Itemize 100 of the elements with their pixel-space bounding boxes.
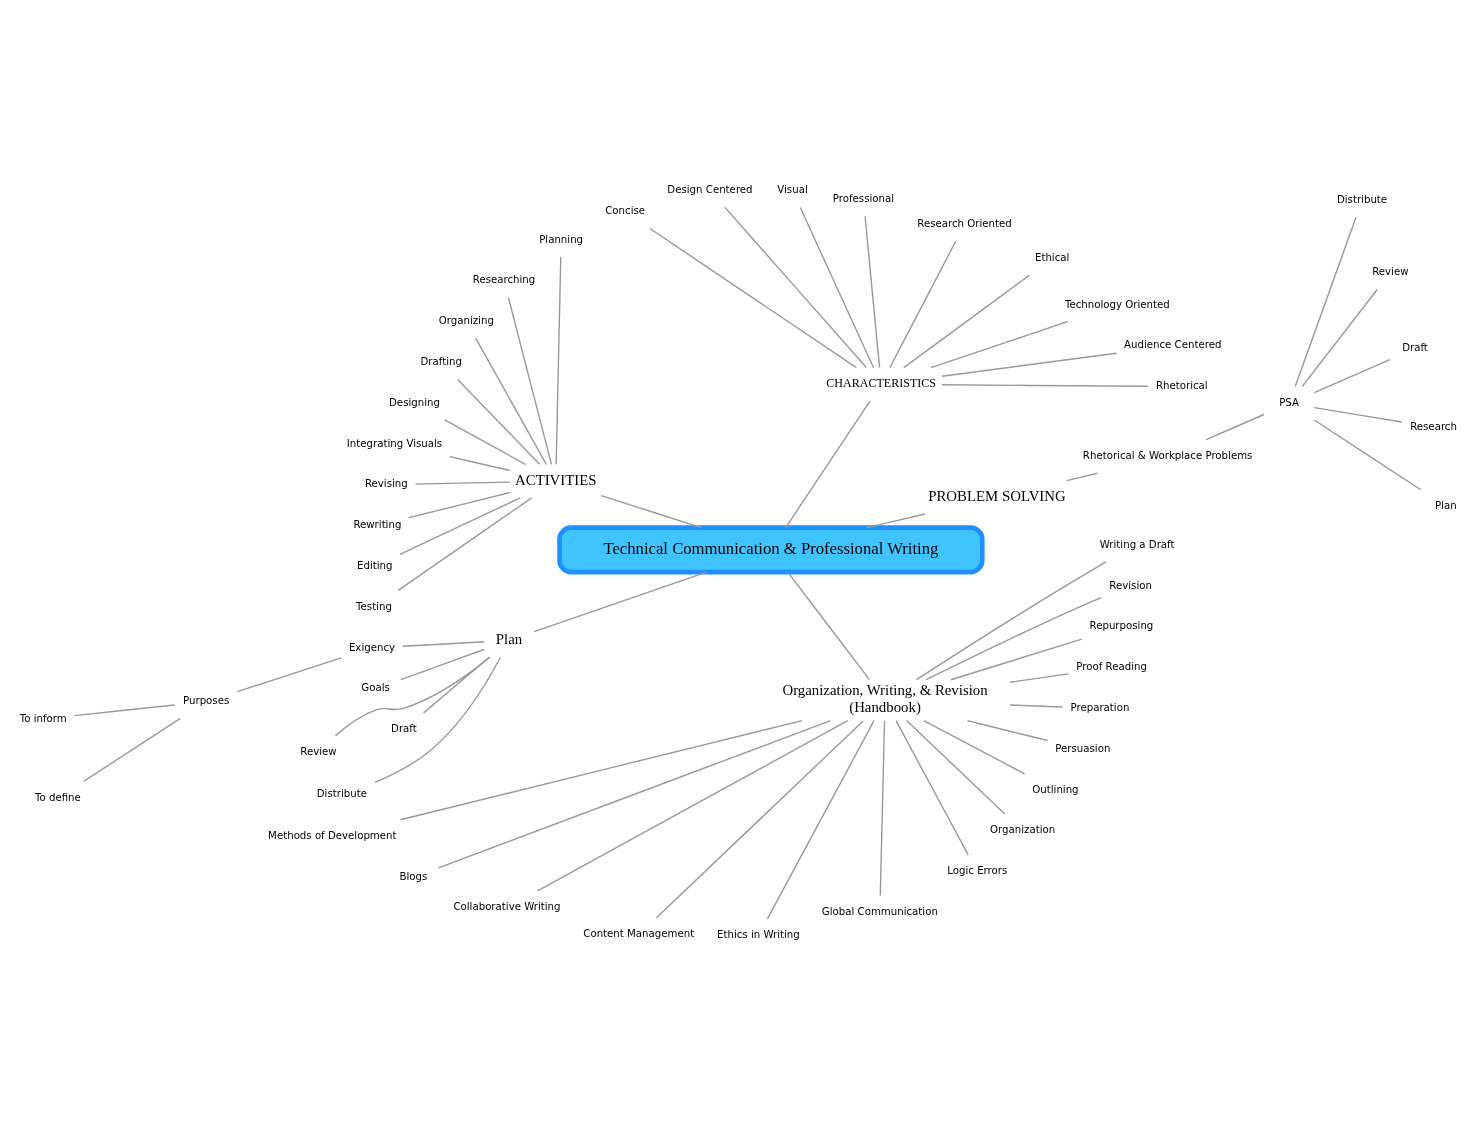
- connector: [402, 640, 485, 647]
- node-text: Review: [1372, 265, 1409, 277]
- node-text: Review: [300, 745, 337, 757]
- node-text: PSA: [1279, 396, 1299, 408]
- connector: [787, 571, 871, 680]
- connector: [950, 637, 1083, 680]
- connector: [649, 227, 858, 368]
- node-text: Organizing: [438, 314, 494, 326]
- connector: [399, 719, 803, 820]
- connector: [415, 480, 511, 485]
- connector: [533, 570, 708, 632]
- connector: [397, 496, 533, 591]
- node-box: Technical Communication & Professional Writing: [557, 524, 985, 574]
- node-text: Distribute: [1336, 193, 1388, 205]
- connector: [437, 719, 832, 869]
- connector: [374, 656, 502, 783]
- node-text: Testing: [356, 600, 392, 612]
- node-text: Professional: [832, 192, 895, 204]
- node-text: Collaborative Writing: [453, 900, 561, 912]
- connector: [766, 719, 875, 920]
- connector: [930, 320, 1069, 368]
- connector: [1009, 672, 1070, 683]
- node-text: Rhetorical & Workplace Problems: [1082, 449, 1253, 461]
- connector: [400, 648, 485, 680]
- node-text: Research Oriented: [917, 217, 1012, 229]
- node-text: Integrating Visuals: [346, 437, 443, 449]
- connector: [1009, 703, 1064, 708]
- connector: [1294, 216, 1357, 387]
- node-text: Logic Errors: [947, 864, 1008, 876]
- connector: [73, 703, 176, 716]
- node-text: Writing a Draft: [1099, 538, 1175, 550]
- node-text: Repurposing: [1089, 619, 1154, 631]
- node-text: Plan: [1434, 499, 1457, 511]
- connector: [879, 719, 886, 896]
- node-text: Research: [1410, 420, 1457, 432]
- node-text: PROBLEM SOLVING: [928, 487, 1066, 504]
- node-text: CHARACTERISTICS: [826, 375, 937, 390]
- node-text: Exigency: [348, 641, 396, 653]
- connector: [923, 719, 1026, 774]
- node-text: Technology Oriented: [1065, 298, 1170, 310]
- node-text: Goals: [361, 681, 390, 693]
- connector: [966, 719, 1049, 741]
- node-text: Ethical: [1034, 251, 1070, 263]
- connector: [799, 206, 875, 368]
- node-text: To inform: [19, 712, 67, 723]
- connector: [915, 560, 1107, 680]
- connector: [475, 337, 548, 465]
- connector: [600, 494, 702, 528]
- connector: [864, 215, 881, 368]
- node-text: Draft: [1402, 341, 1428, 353]
- connector: [82, 717, 181, 782]
- node-text: Global Communication: [821, 905, 938, 917]
- node-text: Drafting: [420, 355, 462, 367]
- connector: [399, 496, 521, 555]
- node-text: Revision: [1109, 579, 1152, 591]
- node-text: Planning: [539, 233, 584, 245]
- node-text: Ethics in Writing: [717, 928, 800, 940]
- node-text: Visual: [777, 183, 808, 195]
- node-text: Methods of Development: [268, 829, 397, 841]
- node-text: Outlining: [1032, 783, 1079, 795]
- node-text: Purposes: [183, 694, 230, 706]
- connector: [866, 512, 926, 528]
- node-text: To define: [34, 791, 81, 803]
- node-text: Rewriting: [353, 518, 402, 530]
- node-text: Organization, Writing, & Revision (Handbook): [782, 681, 988, 715]
- connector: [236, 656, 342, 692]
- node-text: Revising: [364, 477, 408, 489]
- connector: [889, 240, 957, 368]
- node-text: Audience Centered: [1124, 338, 1222, 350]
- node-text: Blogs: [399, 870, 428, 882]
- connector: [905, 719, 1006, 815]
- node-text: Proof Reading: [1076, 660, 1147, 672]
- node-text: Distribute: [316, 787, 367, 799]
- connector: [536, 719, 849, 892]
- node-text: Organization: [990, 823, 1056, 835]
- connector: [941, 383, 1149, 387]
- connector: [1313, 418, 1422, 490]
- connector: [1205, 413, 1265, 440]
- connector: [1066, 472, 1099, 481]
- connector: [925, 596, 1103, 680]
- connector: [507, 296, 553, 465]
- connector: [444, 418, 527, 465]
- connector: [724, 205, 867, 368]
- connector: [895, 719, 969, 855]
- node-text: Editing: [357, 559, 393, 571]
- connector: [1301, 288, 1379, 387]
- connector: [1313, 406, 1403, 423]
- node-text: Researching: [472, 273, 536, 285]
- connector: [334, 656, 491, 736]
- connector: [785, 399, 871, 528]
- node-text: Rhetorical: [1155, 379, 1208, 391]
- node-text: Persuasion: [1055, 742, 1111, 754]
- node-text: Design Centered: [667, 183, 753, 195]
- connector: [1313, 358, 1391, 393]
- node-text: Plan: [495, 630, 523, 647]
- node-text: Content Management: [583, 927, 695, 939]
- connector: [555, 255, 562, 465]
- node-text: Preparation: [1070, 701, 1130, 713]
- node-text: Draft: [391, 722, 417, 734]
- node-text: Concise: [605, 204, 646, 216]
